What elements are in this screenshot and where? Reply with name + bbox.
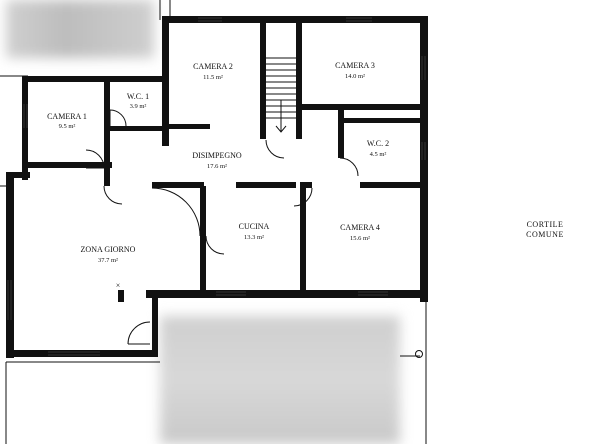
room-area-camera2: 11.5 m² <box>203 74 223 81</box>
room-area-disimpegno: 17.6 m² <box>207 163 227 170</box>
staircase <box>266 57 296 133</box>
walls <box>6 16 428 358</box>
room-area-cucina: 13.3 m² <box>244 234 264 241</box>
room-area-wc2: 4.5 m² <box>370 151 387 158</box>
room-name-wc1: W.C. 1 <box>127 92 149 101</box>
room-name-camera3: CAMERA 3 <box>335 61 375 70</box>
windows <box>7 17 426 356</box>
room-area-camera1: 9.5 m² <box>59 123 76 130</box>
doors: × <box>85 109 359 345</box>
courtyard-line1: CORTILE <box>527 220 564 229</box>
site-lines <box>0 0 427 444</box>
room-name-camera4: CAMERA 4 <box>340 223 380 232</box>
room-area-zona-giorno: 37.7 m² <box>98 257 118 264</box>
blurred-area-top-left <box>6 0 154 58</box>
courtyard-label: CORTILE COMUNE <box>526 220 564 239</box>
room-area-camera3: 14.0 m² <box>345 73 365 80</box>
room-name-zona-giorno: ZONA GIORNO <box>81 245 136 254</box>
room-area-wc1: 3.9 m² <box>130 103 147 110</box>
blurred-area-bottom <box>160 316 400 444</box>
room-labels: CAMERA 1 9.5 m² W.C. 1 3.9 m² CAMERA 2 1… <box>47 61 389 264</box>
room-name-cucina: CUCINA <box>239 222 270 231</box>
pillar-mark: × <box>116 281 121 290</box>
courtyard-line2: COMUNE <box>526 230 564 239</box>
room-name-camera2: CAMERA 2 <box>193 62 233 71</box>
drain-symbol <box>415 350 423 358</box>
room-name-disimpegno: DISIMPEGNO <box>192 151 242 160</box>
room-name-camera1: CAMERA 1 <box>47 112 87 121</box>
room-area-camera4: 15.6 m² <box>350 235 370 242</box>
room-name-wc2: W.C. 2 <box>367 139 389 148</box>
